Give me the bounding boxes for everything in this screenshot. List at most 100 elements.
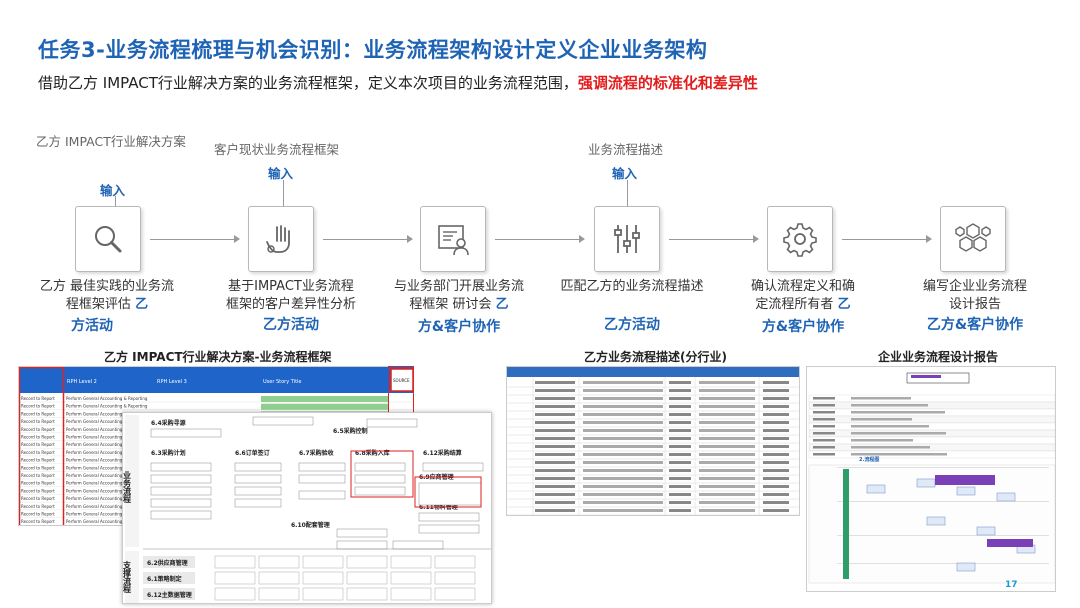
desc-text-block [763,381,789,384]
sheet-cell: Perform General Accounting & Reporting [66,465,148,470]
step-arrow-3 [495,235,585,243]
desc-text-block [699,493,755,496]
desc-text-block [763,437,789,440]
support-cell [390,555,432,569]
step-5-tag: 乙 [837,297,851,312]
report-row [808,443,1055,452]
sheet-col-4: SOURCE [393,378,410,383]
support-cell [434,555,476,569]
sheet-cell: Perform General Accounting & Reporting [66,488,148,493]
process-box [150,462,212,472]
process-node-label: 6.12采购结算 [423,449,462,457]
desc-text-block [583,405,663,408]
step-2-desc: 基于IMPACT业务流程框架的客户差异性分析 [206,278,376,314]
step-4-box [594,206,660,272]
desc-text-block [583,477,663,480]
process-box [234,462,282,472]
report-lane [837,563,1049,564]
desc-text-block [535,437,575,440]
desc-text-block [583,413,663,416]
report-flow-step [866,484,886,494]
support-row-bg [143,572,195,584]
support-cell [434,587,476,601]
report-text-block [851,439,913,442]
step-4-who: 乙方活动 [604,317,660,333]
input-source-3: 业务流程描述 [588,142,664,157]
desc-text-block [583,397,663,400]
desc-text-block [763,405,789,408]
sheet-cell: Record to Report [21,473,55,478]
sheet-col-3: User Story Title [263,379,302,385]
report-flow-step [956,562,976,572]
step-1-tag: 乙 [135,297,149,312]
sheet-cell: Record to Report [21,419,55,424]
desc-text-block [669,389,691,392]
desc-text-block [583,501,663,504]
desc-text-block [583,509,663,512]
desc-text-block [535,509,575,512]
desc-text-block [535,381,575,384]
step-6-box [940,206,1006,272]
report-text-block [813,404,835,407]
sheet-cell: Record to Report [21,450,55,455]
desc-text-block [763,413,789,416]
sheet-col-2: RPH Level 3 [157,379,187,385]
input-label-2: 输入 [268,166,294,181]
report-text-block [813,453,835,456]
sheet-cell: Record to Report [21,504,55,509]
desc-text-block [669,501,691,504]
sheet-cell: Perform General Accounting & Reporting [66,496,148,501]
support-cell [390,571,432,585]
report-text-block [813,446,835,449]
process-box [422,462,484,472]
step-5-who: 方&客户协作 [761,319,845,335]
desc-text-block [583,437,663,440]
desc-text-block [699,421,755,424]
desc-text-block [535,493,575,496]
desc-text-block [535,445,575,448]
gear-icon [783,223,817,257]
desc-text-block [535,389,575,392]
step-2-box [248,206,314,272]
sheet-cell: Record to Report [21,442,55,447]
desc-text-block [535,469,575,472]
desc-text-block [535,405,575,408]
highlight-frame [414,476,482,508]
sheet-cell: Perform General Accounting & Reporting [66,411,148,416]
step-arrow-1 [150,235,240,243]
process-box [150,428,222,438]
step-4-desc: 匹配乙方的业务流程描述 [542,278,722,296]
sheet-cell: Perform General Accounting & Reporting [66,504,148,509]
design-report-thumbnail: 2.流程图 17 [806,366,1056,592]
desc-text-block [699,381,755,384]
support-row-bg [143,556,195,568]
report-header [809,387,853,393]
report-graphic: 2.流程图 17 [808,372,1055,590]
desc-text-block [699,509,755,512]
sheet-cell: Perform General Accounting & Reporting [66,458,148,463]
support-process-label: 6.2供应商管理 [147,559,188,567]
hand-pointer-icon [266,225,290,253]
desc-text-block [699,437,755,440]
step-6-line1: 编写企业业务流程 [922,279,1027,294]
report-lane [837,501,1049,502]
support-cell [434,571,476,585]
desc-text-block [583,461,663,464]
desc-text-block [669,381,691,384]
report-text-block [851,425,929,428]
support-cell [214,587,256,601]
desc-text-block [669,477,691,480]
desc-text-block [699,405,755,408]
step-3-who: 方&客户协作 [417,319,501,335]
process-box [252,416,314,426]
report-row [808,394,1055,403]
desc-text-block [763,453,789,456]
desc-text-block [583,453,663,456]
description-table-graphic [507,367,799,515]
desc-text-block [535,485,575,488]
desc-text-block [763,445,789,448]
support-cell [390,587,432,601]
sheet-cell: Record to Report [21,404,55,409]
sheet-highlight [261,396,389,402]
desc-text-block [699,485,755,488]
